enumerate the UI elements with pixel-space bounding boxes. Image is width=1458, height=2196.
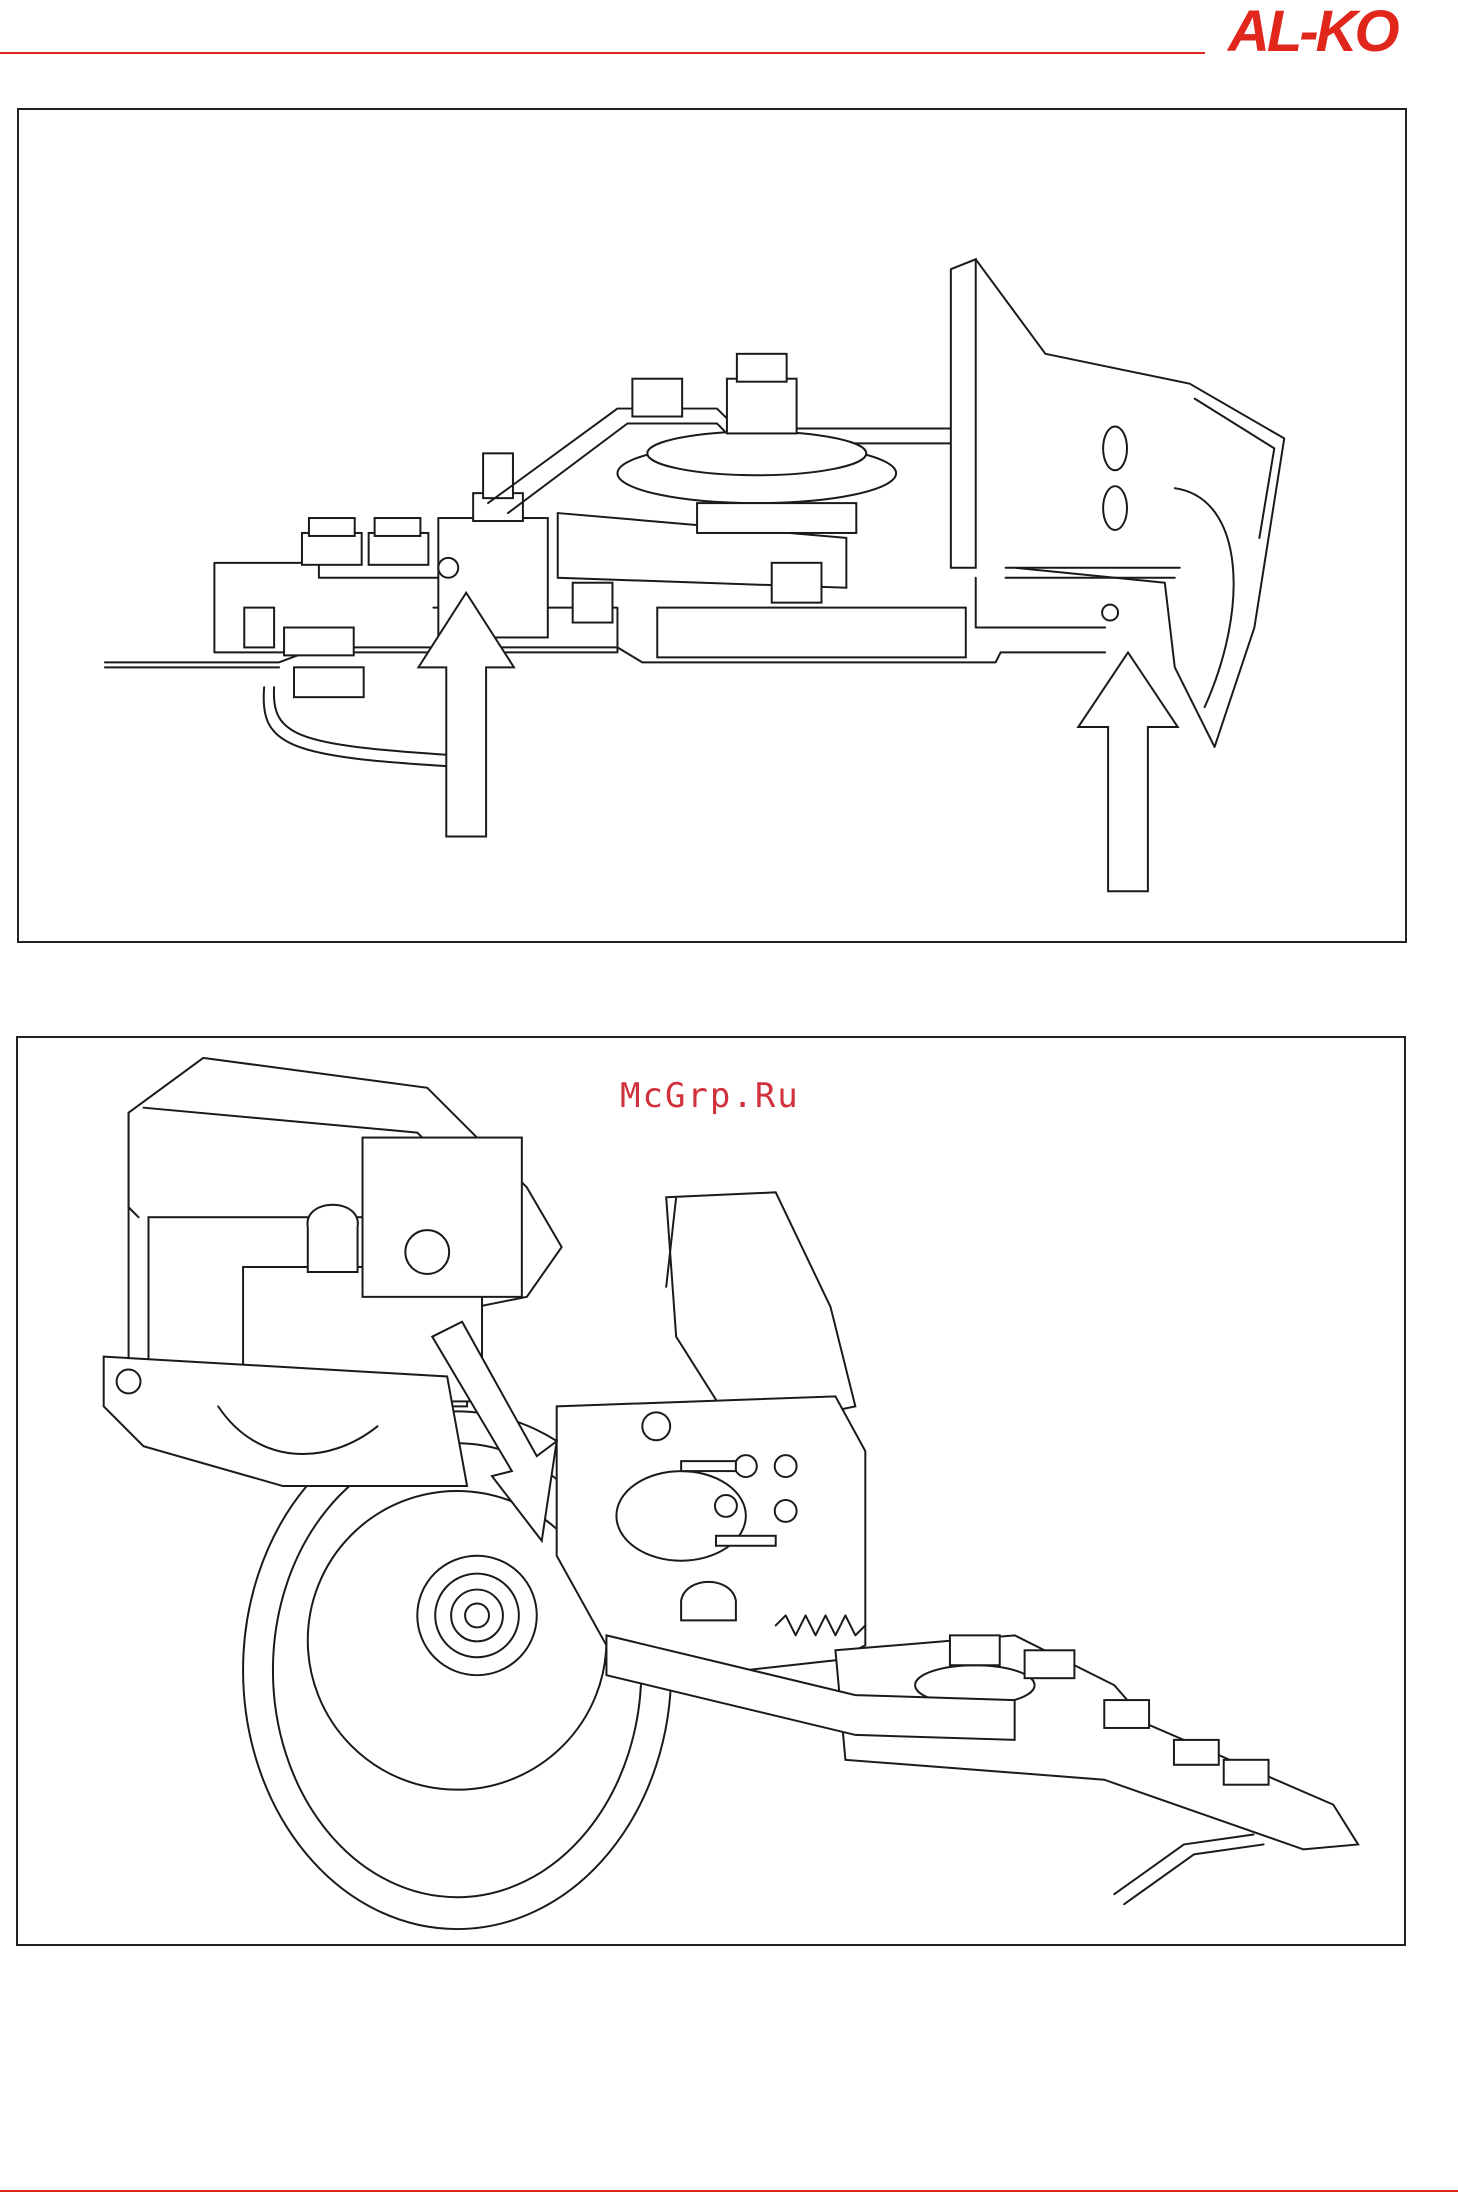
mower-drive-assembly-illustration <box>18 1038 1404 1944</box>
mower-side-view-illustration <box>19 110 1405 941</box>
footer-rule <box>0 2190 1458 2192</box>
lift-arrow-right-icon <box>1078 652 1178 891</box>
alko-logo: AL-KO <box>1228 4 1458 60</box>
watermark-text: McGrp.Ru <box>620 1076 860 1116</box>
figure-top-panel <box>17 108 1407 943</box>
header-rule <box>0 52 1205 54</box>
figure-bottom-panel <box>16 1036 1406 1946</box>
